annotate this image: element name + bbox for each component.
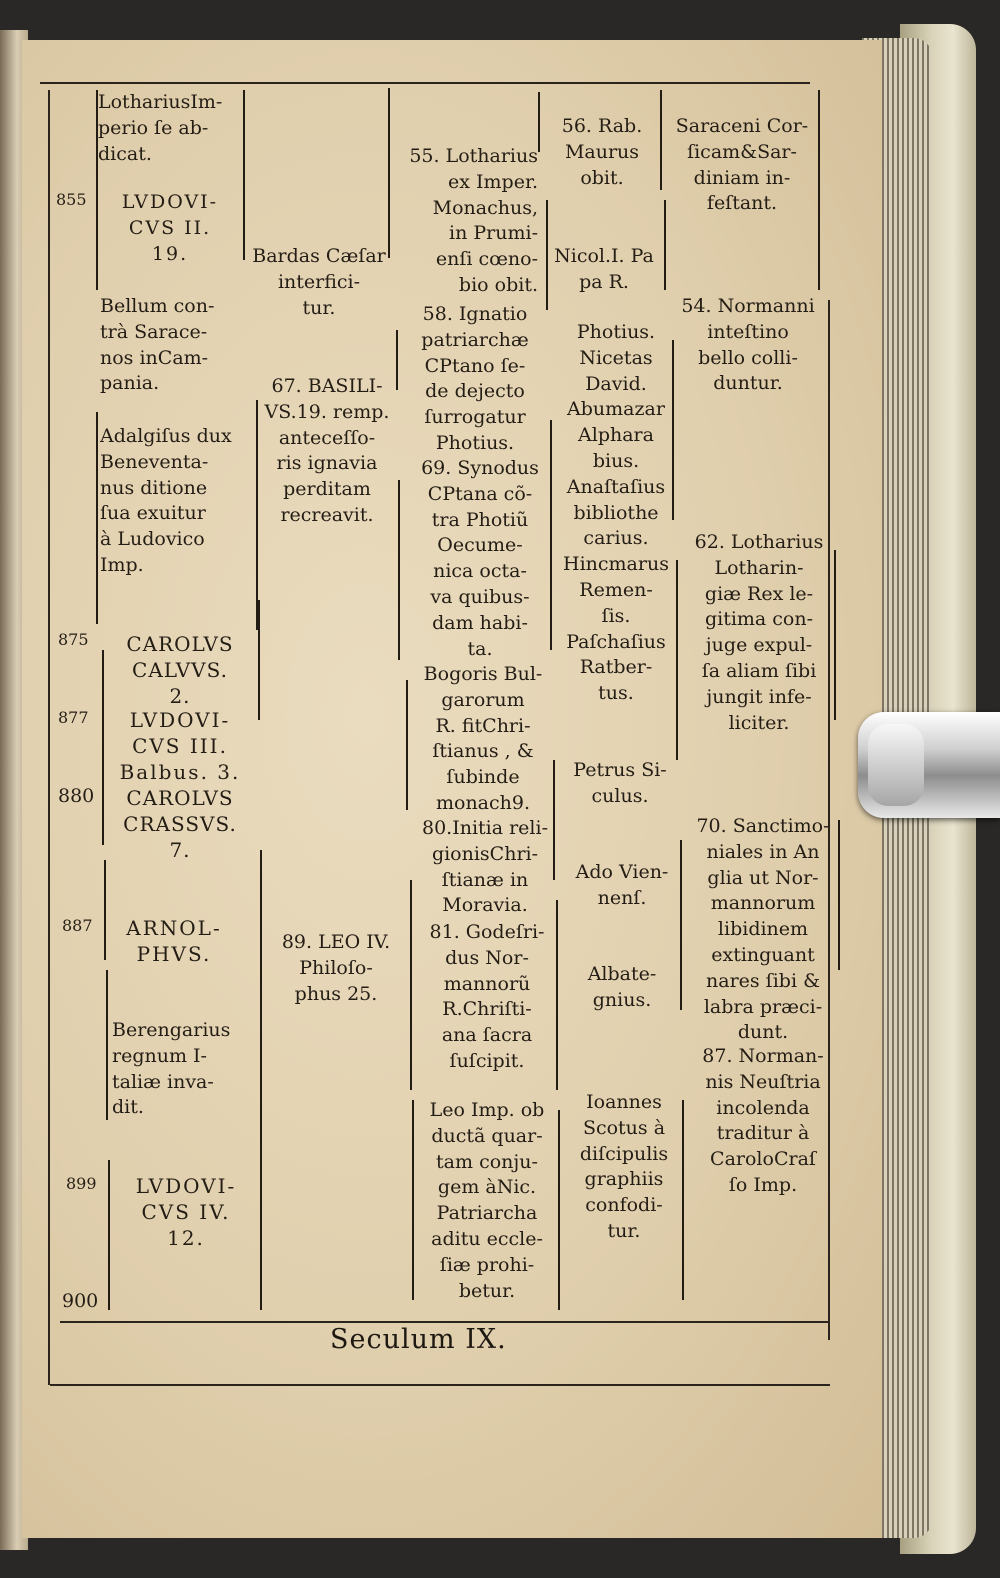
column-rule: [664, 200, 666, 290]
entry-initia-religionis: 80.Initia reli- gionisChri- ſtianæ in Mo…: [421, 817, 548, 917]
column-rule: [553, 760, 555, 880]
frame-line-left: [48, 90, 50, 1385]
column-rule: [672, 340, 674, 520]
entry-bogoris: Bogoris Bul- garorum R. fitChri- ſtianus…: [423, 663, 543, 814]
column-rule: [396, 330, 398, 390]
column-rule: [818, 90, 820, 290]
column-rule: [96, 412, 98, 624]
entry-bellum-saracenos: Bellum con- trà Sarace- nos inCam- pania…: [100, 295, 215, 395]
column-rule: [660, 90, 662, 190]
year-number: 887: [62, 916, 93, 935]
column-rule: [243, 90, 245, 260]
column-rule: [556, 900, 558, 1090]
frame-line-right: [828, 300, 830, 1340]
entry-adalgisus: Adalgiſus dux Beneventa- nus ditione ſua…: [100, 425, 232, 576]
year-number: 899: [66, 1174, 97, 1193]
entry-lotharius-monachus: 55. Lotharius ex Imper. Monachus, in Pru…: [409, 145, 538, 296]
year-number: 880: [58, 785, 95, 807]
column-rule: [676, 560, 678, 760]
frame-line-top: [40, 82, 810, 84]
entry-saraceni-corsicam: Saraceni Cor- ſicam&Sar- diniam in- feſt…: [675, 115, 809, 215]
entry-ludovicus-ii: LVDOVI- CVS II. 19.: [121, 191, 219, 265]
entry-rabanus-maurus: 56. Rab. Maurus obit.: [561, 115, 643, 189]
entry-lotharius-abdicat: LothariusIm- perio ſe ab- dicat.: [98, 91, 223, 165]
column-rule: [258, 600, 260, 720]
column-rule: [96, 90, 98, 290]
column-rule: [546, 200, 548, 310]
entry-ignatio: 58. Ignatio patriarchæ CPtano ſe- de dej…: [421, 303, 529, 454]
column-rule: [260, 850, 262, 1310]
column-rule: [102, 650, 104, 845]
column-rule: [406, 680, 408, 810]
entry-berengarius: Berengarius regnum I- taliæ inva- dit.: [112, 1019, 231, 1119]
entry-leo-imp: Leo Imp. ob ductã quar- tam conju- gem à…: [429, 1099, 545, 1302]
book-page: [22, 40, 882, 1538]
year-number: 855: [56, 190, 87, 209]
page-clip: [858, 712, 1000, 818]
entry-normannis-neustria: 87. Norman- nis Neuſtria incolenda tradi…: [702, 1045, 824, 1196]
entry-ludovicus-iv: LVDOVI- CVS IV. 12.: [135, 1174, 237, 1250]
entry-ado-viennensis: Ado Vien- nenſ.: [575, 861, 669, 909]
column-rule: [682, 1100, 684, 1300]
entry-basilius: 67. BASILI- VS.19. remp. anteceſſo- ris …: [264, 375, 390, 526]
column-rule: [104, 860, 106, 960]
year-number: 900: [62, 1290, 99, 1312]
column-rule: [558, 1110, 560, 1310]
entry-ludovicus-iii: LVDOVI- CVS III. Balbus. 3.: [119, 708, 241, 784]
page-clip-tab: [868, 724, 924, 806]
column-rule: [834, 550, 836, 720]
entry-normanni-intestino: 54. Normanni inteſtino bello colli- dunt…: [681, 295, 815, 395]
column-rule: [680, 840, 682, 1010]
year-number: 877: [58, 708, 89, 727]
year-number: 875: [58, 630, 89, 649]
entry-scholars-list: Photius. Nicetas David. Abumazar Alphara…: [563, 321, 669, 705]
entry-ioannes-scotus: Ioannes Scotus à diſcipulis graphiis con…: [579, 1091, 669, 1242]
entry-nicolaus-papa: Nicol.I. Pa pa R.: [554, 245, 654, 293]
column-rule: [398, 480, 400, 660]
entry-arnolphus: ARNOL- PHVS.: [126, 916, 222, 966]
entry-carolus-calvus: CAROLVS CALVVS. 2.: [126, 632, 234, 708]
column-rule: [538, 92, 540, 152]
page-title: Seculum IX.: [330, 1324, 507, 1355]
column-rule: [410, 880, 412, 1090]
entry-sanctimoniales: 70. Sanctimo- niales in An glia ut Nor- …: [696, 815, 830, 1044]
entry-carolus-crassus: CAROLVS CRASSVS. 7.: [123, 786, 237, 862]
frame-line-bottom: [60, 1321, 830, 1323]
entry-lotharius-lotharingiae: 62. Lotharius Lotharin- giæ Rex le- giti…: [694, 531, 824, 734]
frame-line-bottom-outer: [50, 1384, 830, 1386]
column-rule: [838, 820, 840, 970]
entry-leo-iv: 89. LEO IV. Philoſo- phus 25.: [281, 931, 391, 1005]
column-rule: [412, 1100, 414, 1300]
column-rule: [106, 970, 108, 1120]
column-rule: [108, 1160, 110, 1310]
entry-petrus-siculus: Petrus Si- culus.: [573, 759, 667, 807]
entry-godefridus: 81. Godeſri- dus Nor- mannorũ R.Chriſti-…: [429, 921, 545, 1072]
entry-albategnius: Albate- gnius.: [587, 963, 657, 1011]
entry-synodus: 69. Synodus CPtana cõ- tra Photiũ Oecume…: [421, 457, 539, 660]
column-rule: [388, 88, 390, 258]
column-rule: [256, 400, 258, 630]
entry-bardas-caesar: Bardas Cæſar interfici- tur.: [252, 245, 386, 319]
column-rule: [550, 420, 552, 650]
